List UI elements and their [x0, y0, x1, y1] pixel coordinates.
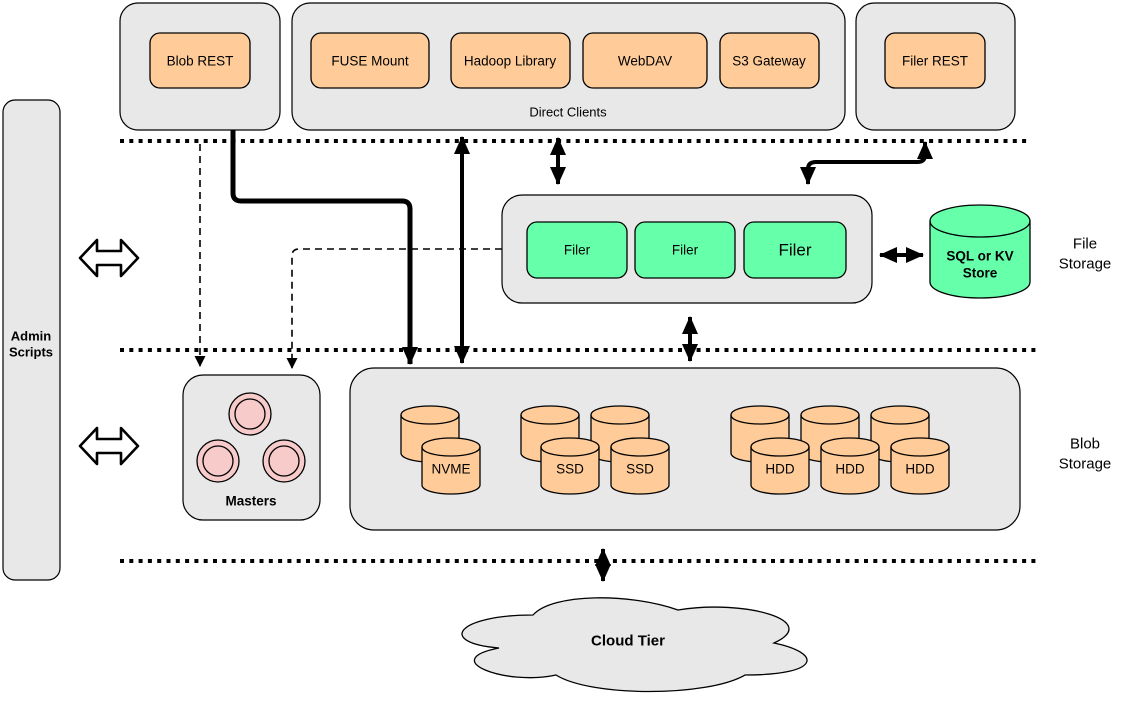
- sql-kv-store-cylinder: SQL or KV Store: [929, 204, 1031, 299]
- admin-blob-double-arrow-icon: [78, 426, 140, 466]
- admin-label-line1: Admin: [11, 329, 52, 344]
- masters-label: Masters: [225, 494, 276, 509]
- blob-rest-label: Blob REST: [167, 54, 234, 69]
- cloud-shape: [461, 597, 808, 693]
- webdav-box: [582, 32, 708, 89]
- hdd-label-1: HDD: [765, 462, 794, 477]
- filer-label-1: Filer: [564, 243, 591, 258]
- admin-label-line2: Scripts: [9, 345, 53, 360]
- file-storage-section-label-2: Storage: [1059, 256, 1112, 273]
- direct-clients-label: Direct Clients: [529, 105, 607, 120]
- blob-rest-box: [149, 32, 251, 89]
- blob-storage-section-label-2: Storage: [1059, 456, 1112, 473]
- hadoop-library-box: [450, 32, 571, 89]
- store-label-line2: Store: [963, 266, 998, 281]
- filer-box-1: [526, 221, 628, 279]
- arrow-blobrest-to-blobstorage: [230, 130, 418, 365]
- hdd-label-2: HDD: [835, 462, 864, 477]
- hadoop-library-label: Hadoop Library: [464, 54, 557, 69]
- filer-label-3: Filer: [778, 241, 811, 260]
- filer-box-3: [743, 221, 847, 279]
- arrow-filerrest-filer: [800, 141, 933, 185]
- admin-filer-double-arrow-icon: [78, 238, 140, 278]
- store-cylinder-body: [929, 204, 1031, 299]
- master-node-2-ring: [202, 445, 234, 477]
- admin-scripts-bar: [2, 99, 61, 581]
- filer-label-2: Filer: [672, 243, 699, 258]
- ssd-label-1: SSD: [556, 462, 584, 477]
- blob-storage-section-label-1: Blob: [1070, 436, 1100, 453]
- master-node-1-ring: [234, 398, 266, 430]
- fuse-mount-label: FUSE Mount: [331, 54, 409, 69]
- fuse-mount-box: [310, 32, 430, 89]
- s3-gateway-label: S3 Gateway: [732, 54, 806, 69]
- file-storage-section-label-1: File: [1073, 236, 1097, 253]
- webdav-label: WebDAV: [618, 54, 672, 69]
- cloud-tier-label: Cloud Tier: [591, 633, 665, 650]
- ssd-label-2: SSD: [626, 462, 654, 477]
- s3-gateway-box: [719, 32, 820, 89]
- store-cylinder-rim: [929, 220, 1031, 238]
- filer-rest-box: [884, 32, 986, 89]
- master-node-3-ring: [268, 445, 300, 477]
- filer-rest-label: Filer REST: [902, 54, 968, 69]
- masters-group: [182, 374, 321, 521]
- store-label-line1: SQL or KV: [946, 249, 1013, 264]
- dashed-arrow-filer-masters: [286, 248, 502, 369]
- filer-box-2: [634, 221, 736, 279]
- hdd-label-3: HDD: [905, 462, 934, 477]
- masters-nodes: [196, 392, 306, 483]
- nvme-label: NVME: [431, 462, 470, 477]
